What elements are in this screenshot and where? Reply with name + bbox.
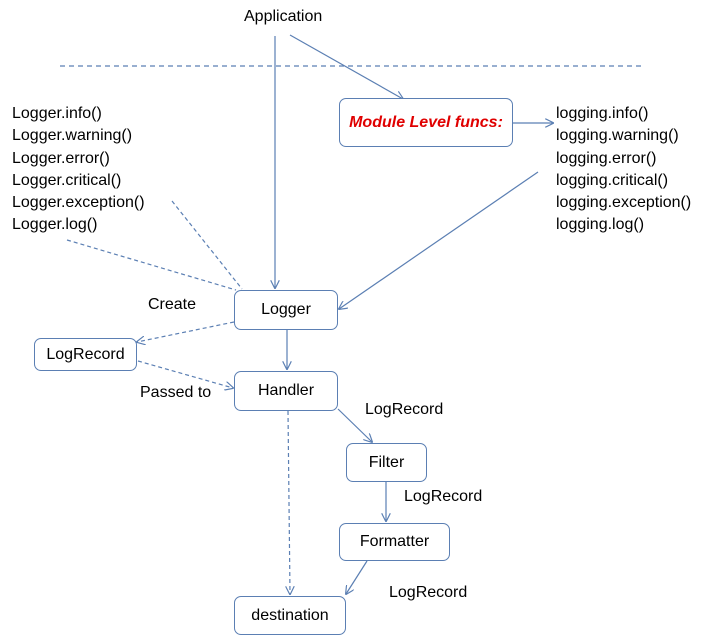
logger-method-item: Logger.info() [12, 105, 102, 122]
filter-to-formatter-label: LogRecord [404, 488, 483, 505]
logger-methods-list: Logger.info() Logger.warning() Logger.er… [12, 103, 145, 237]
logging-function-item: logging.critical() [556, 171, 669, 189]
edge-application-to-module-funcs [289, 34, 403, 99]
edge-logger-to-logrecord [137, 321, 235, 342]
create-label: Create [148, 296, 197, 313]
module-level-funcs-label: Module Level funcs: [349, 113, 503, 131]
logger-method-item: Logger.error() [12, 149, 110, 167]
logger-node: Logger [234, 290, 338, 330]
edge-logger-methods-to-logger-2 [66, 239, 237, 291]
edge-logger-methods-to-logger-1 [171, 200, 243, 290]
logging-function-item: logging.info() [556, 105, 649, 122]
destination-node: destination [234, 596, 346, 635]
logging-function-item: logging.warning() [556, 127, 679, 145]
logger-method-item: Logger.critical() [12, 171, 122, 189]
formatter-to-destination-label: LogRecord [389, 584, 468, 601]
logging-functions-list: logging.info() logging.warning() logging… [556, 103, 691, 237]
edge-logging-functions-to-logger [339, 171, 539, 309]
logging-function-item: logging.log() [556, 216, 645, 234]
passed-to-label: Passed to [140, 384, 212, 401]
filter-node: Filter [346, 443, 427, 482]
logrecord-node-label: LogRecord [46, 345, 125, 363]
edge-handler-to-destination [288, 410, 290, 594]
handler-node: Handler [234, 371, 338, 411]
formatter-node-label: Formatter [359, 533, 430, 550]
application-label: Application [244, 8, 323, 25]
logrecord-node: LogRecord [34, 338, 137, 371]
logger-method-item: Logger.warning() [12, 127, 133, 145]
logging-function-item: logging.error() [556, 149, 657, 167]
logger-method-item: Logger.log() [12, 216, 98, 234]
edge-handler-to-filter [337, 408, 372, 442]
logging-function-item: logging.exception() [556, 194, 692, 212]
destination-node-label: destination [251, 606, 329, 624]
handler-to-filter-label: LogRecord [365, 401, 444, 418]
module-level-funcs-node: Module Level funcs: [339, 98, 513, 147]
logger-node-label: Logger [261, 301, 311, 318]
handler-node-label: Handler [257, 382, 315, 399]
edge-logrecord-to-handler [137, 360, 233, 388]
edge-formatter-to-destination [346, 560, 368, 594]
formatter-node: Formatter [339, 523, 450, 561]
filter-node-label: Filter [368, 453, 405, 471]
logger-method-item: Logger.exception() [12, 194, 145, 212]
